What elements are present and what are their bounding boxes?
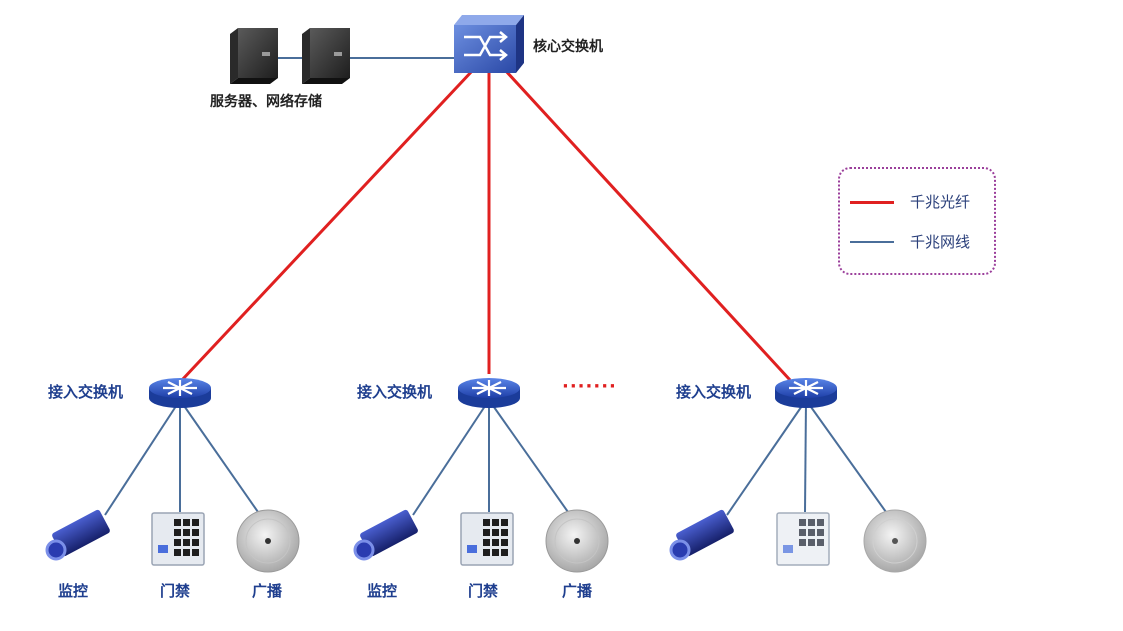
camera-icon bbox=[45, 509, 110, 561]
server-icon bbox=[230, 28, 278, 84]
access-switch-icon bbox=[149, 378, 211, 408]
cable-line bbox=[488, 399, 569, 513]
door-access-icon bbox=[151, 512, 205, 566]
camera-icon bbox=[669, 509, 734, 561]
speaker-icon bbox=[545, 509, 609, 573]
access-switch-label: 接入交换机 bbox=[676, 383, 752, 401]
access-switch-icon bbox=[775, 378, 837, 408]
cable-line bbox=[726, 399, 807, 516]
core-switch-icon bbox=[454, 15, 524, 73]
access-switch-label: 接入交换机 bbox=[48, 383, 124, 401]
speaker-label: 广播 bbox=[562, 582, 593, 600]
servers-label: 服务器、网络存储 bbox=[210, 94, 322, 110]
door-access-icon bbox=[776, 512, 830, 566]
door-access-icon bbox=[460, 512, 514, 566]
legend-label: 千兆网线 bbox=[910, 233, 971, 251]
door-access-label: 门禁 bbox=[160, 582, 191, 600]
cable-line bbox=[104, 399, 181, 516]
ellipsis-more-switches: ······· bbox=[562, 376, 617, 397]
legend-label: 千兆光纤 bbox=[910, 193, 971, 211]
storage-icon bbox=[302, 28, 350, 84]
cable-line bbox=[804, 399, 807, 513]
cable-line bbox=[805, 399, 887, 513]
camera-label: 监控 bbox=[367, 582, 398, 600]
core-switch-label: 核心交换机 bbox=[533, 39, 603, 55]
access-switch-label: 接入交换机 bbox=[357, 383, 433, 401]
cable-line bbox=[412, 399, 490, 516]
legend-box: 千兆光纤 千兆网线 bbox=[838, 167, 996, 275]
camera-label: 监控 bbox=[58, 582, 89, 600]
fiber-swatch bbox=[850, 201, 894, 204]
fiber-line-1 bbox=[180, 68, 475, 382]
access-switch-icon bbox=[458, 378, 520, 408]
speaker-icon bbox=[863, 509, 927, 573]
cable-swatch bbox=[850, 241, 894, 243]
speaker-icon bbox=[236, 509, 300, 573]
speaker-label: 广播 bbox=[252, 582, 283, 600]
door-access-label: 门禁 bbox=[468, 582, 499, 600]
legend-item-fiber: 千兆光纤 bbox=[850, 191, 990, 213]
cable-line bbox=[179, 399, 259, 513]
camera-icon bbox=[353, 509, 418, 561]
fiber-line-3 bbox=[503, 68, 792, 382]
legend-item-cable: 千兆网线 bbox=[850, 231, 990, 253]
